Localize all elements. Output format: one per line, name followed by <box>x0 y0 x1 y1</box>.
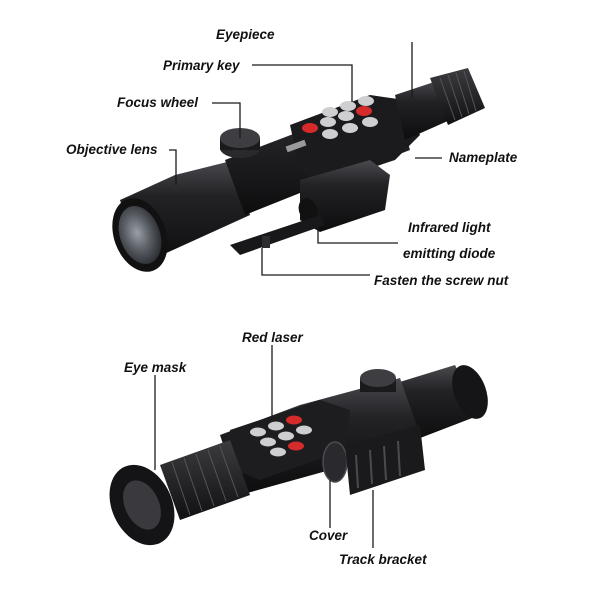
bottom-objective-cap <box>452 365 488 419</box>
label-eye-mask: Eye mask <box>124 360 187 375</box>
top-eyepiece-rubber <box>430 68 485 125</box>
eye-mask-inner <box>123 480 161 530</box>
label-cover: Cover <box>309 528 348 543</box>
label-infrared-line1: Infrared light <box>408 220 491 235</box>
bottom-knob-top <box>360 369 396 387</box>
ir-led <box>298 198 318 222</box>
top-mount-rail <box>230 215 325 255</box>
top-eyepiece-tube <box>395 80 450 140</box>
side-cover <box>322 441 348 483</box>
top-leader-lines <box>169 42 442 276</box>
label-nameplate: Nameplate <box>449 150 518 165</box>
label-objective-lens: Objective lens <box>66 142 158 157</box>
bottom-eyepiece-ribs <box>171 445 239 516</box>
label-red-laser: Red laser <box>242 330 303 345</box>
label-primary-key: Primary key <box>163 58 240 73</box>
label-infrared-line2: emitting diode <box>403 246 496 261</box>
label-focus-wheel: Focus wheel <box>117 95 199 110</box>
bottom-buttons <box>250 415 312 457</box>
label-screw-nut: Fasten the screw nut <box>374 273 509 288</box>
label-eyepiece: Eyepiece <box>216 27 275 42</box>
top-eyepiece-ribs <box>439 70 477 121</box>
objective-lens-glass <box>118 205 162 265</box>
primary-key-buttons <box>302 96 378 139</box>
bottom-scope <box>109 365 488 546</box>
nameplate-strip <box>285 139 307 153</box>
screw-nut <box>262 236 270 248</box>
bottom-control-housing <box>230 400 350 480</box>
label-track-bracket: Track bracket <box>339 552 427 567</box>
top-scope <box>112 68 485 272</box>
top-control-housing <box>290 95 420 185</box>
bottom-leader-lines <box>154 345 374 548</box>
ir-illuminator <box>300 160 390 232</box>
track-bracket-slots <box>355 440 401 489</box>
